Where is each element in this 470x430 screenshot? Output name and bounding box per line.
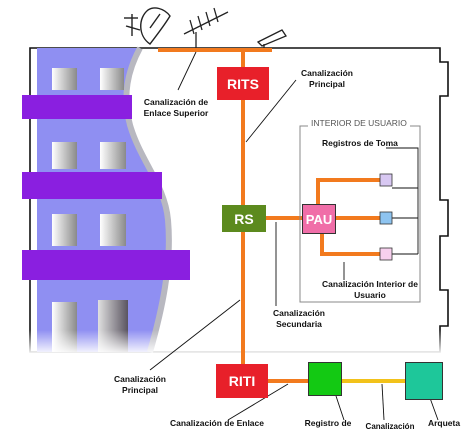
label-canal-interior-line2: Usuario [354,290,386,300]
rits-box: RITS [217,67,269,100]
label-canal-principal-bottom-line2: Principal [122,385,158,395]
label-canal-secundaria-line2: Secundaria [276,319,322,329]
leader-lines [149,51,439,421]
building-windows [52,68,126,352]
label-arqueta: Arqueta [427,418,461,428]
building-floors [22,95,190,280]
label-canal-principal-top: Canalización Principal [280,68,374,90]
registro-toma-2 [379,211,393,225]
label-registros-toma: Registros de Toma [322,138,398,148]
satellite-dish-icon [124,7,171,45]
rits-label: RITS [227,75,259,92]
label-registro-de: Registro de [304,418,352,428]
ground-fade [20,330,460,355]
registro-enlace-box [308,362,342,396]
riti-label: RITI [228,373,256,389]
radio-antenna-icon [256,29,287,50]
label-canal-enlace-bottom: Canalización de Enlace [169,418,264,428]
label-canal-secundaria: Canalización Secundaria [254,308,344,330]
label-canal-principal-top-line2: Principal [309,79,345,89]
rs-box: RS [222,205,266,232]
label-canal-principal-top-line1: Canalización [301,68,353,78]
pau-label: PAU [305,211,333,227]
label-canal-interior-line1: Canalización Interior de [322,279,418,289]
label-canal-secundaria-line1: Canalización [273,308,325,318]
registro-toma-3 [379,247,393,261]
label-canal-principal-bottom: Canalización Principal [98,374,182,396]
label-canal-enlace-superior-line1: Canalización de [143,97,209,107]
registro-toma-1 [379,173,393,187]
rs-label: RS [234,210,254,227]
pau-box: PAU [302,204,336,234]
tv-antenna-icon [183,7,229,48]
label-canal-principal-bottom-line1: Canalización [114,374,166,384]
label-canal-interior: Canalización Interior de Usuario [306,279,434,301]
riti-box: RITI [216,364,268,398]
label-canal-enlace-superior: Canalización de Enlace Superior [128,97,224,119]
interior-usuario-title: INTERIOR DE USUARIO [308,118,410,128]
label-canalizacion-cut: Canalización [365,422,415,430]
arqueta-box [405,362,443,400]
label-canal-enlace-superior-line2: Enlace Superior [143,108,209,118]
